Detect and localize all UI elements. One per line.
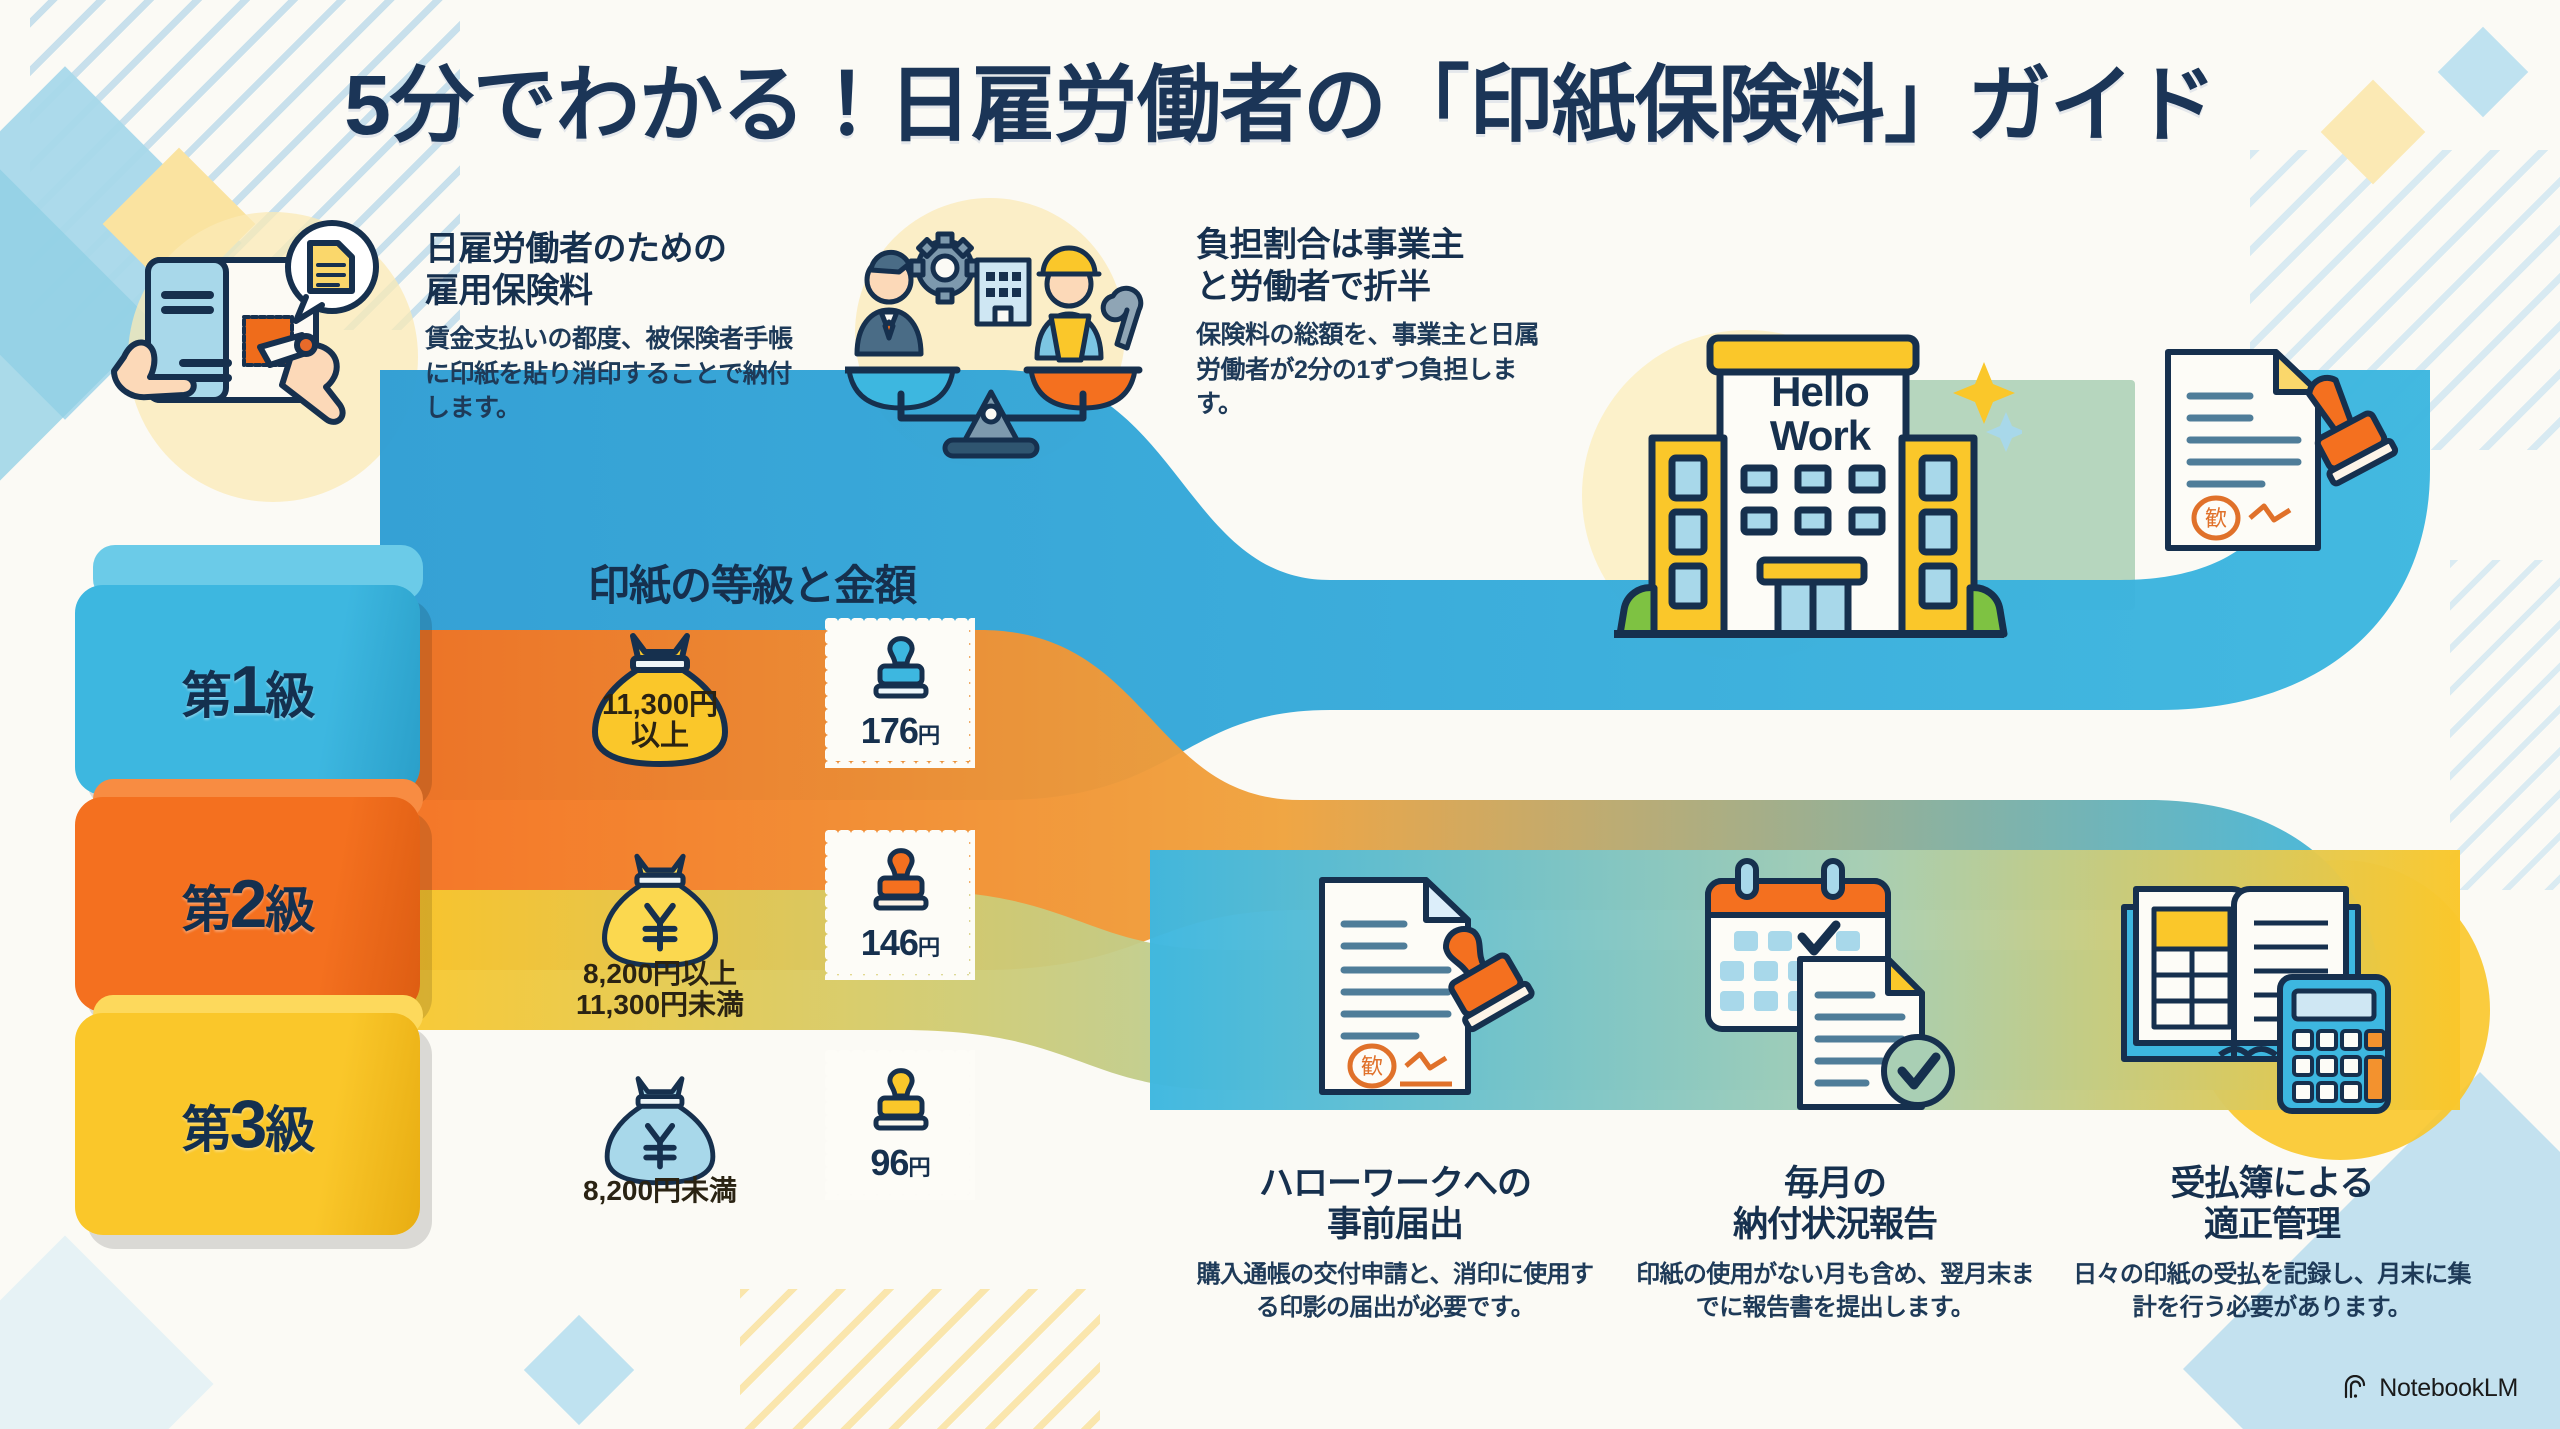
grade-1-stamp-ticket: 176円 — [825, 617, 975, 768]
money-bag-yen-icon — [604, 1076, 716, 1186]
page-title: 5分でわかる！日雇労働者の「印紙保険料」ガイド — [344, 58, 2217, 152]
notebooklm-watermark: NotebookLM — [2342, 1374, 2518, 1403]
info-block-1-title-line2: 雇用保険料 — [425, 272, 593, 311]
info-block-1-body: 賃金支払いの都度、被保険者手帳に印紙を貼り消印することで納付します。 — [425, 325, 793, 423]
grade-2-stamp-price: 146円 — [860, 922, 940, 964]
process-card-ledger-management: 受払簿による 適正管理 日々の印紙の受払を記録し、月末に集計を行う必要があります… — [2062, 1163, 2482, 1324]
grade-stack: 第1級 11,300円 以上 — [75, 545, 1290, 1300]
grade-3-suffix: 級 — [265, 1101, 315, 1158]
grade-block-1: 第1級 — [75, 585, 420, 795]
process-card-3-body: 日々の印紙の受払を記録し、月末に集計を行う必要があります。 — [2073, 1260, 2471, 1321]
info-block-cost-sharing: 負担割合は事業主 と労働者で折半 保険料の総額を、事業主と日属労働者が2分の1ず… — [1196, 224, 1551, 422]
grade-block-2: 第2級 — [75, 797, 420, 1012]
process-card-2-title-line1: 毎月の — [1783, 1164, 1887, 1203]
grade-2-number: 2 — [229, 867, 268, 942]
grade-3-label: 第3級 — [181, 1086, 316, 1163]
hellowork-label-line2: Work — [1769, 412, 1871, 460]
grade-3-stamp-amount: 96 — [870, 1142, 909, 1183]
grade-3-stamp-unit: 円 — [908, 1155, 930, 1180]
grade-1-stamp-amount: 176 — [860, 709, 919, 751]
hand-stamping-passbook-icon — [111, 220, 379, 425]
grade-3-stamp-price: 96円 — [870, 1142, 930, 1184]
process-card-1-title-line2: 事前届出 — [1326, 1205, 1464, 1245]
document-with-stamp-top-icon: 歓 — [2165, 349, 2399, 551]
process-card-1-title-line1: ハローワークへの — [1258, 1164, 1532, 1203]
grade-1-wage-line2: 以上 — [630, 720, 690, 753]
grade-1-stamp-unit: 円 — [917, 722, 940, 748]
process-card-2-title-line2: 納付状況報告 — [1732, 1205, 1938, 1245]
hellowork-label: Hello Work — [1730, 368, 1910, 460]
grade-2-wage-line1: 8,200円以上 — [582, 958, 738, 989]
grade-section-heading: 印紙の等級と金額 — [588, 562, 917, 609]
grade-3-prefix: 第 — [181, 1101, 232, 1158]
balance-scale-employer-worker-icon — [845, 231, 1144, 459]
ledger-book-calculator-icon — [2121, 886, 2391, 1114]
grade-2-stamp-ticket: 146円 — [825, 830, 975, 980]
grade-2-label: 第2級 — [181, 866, 316, 943]
rubber-stamp-icon — [873, 635, 929, 698]
rubber-stamp-icon — [873, 848, 929, 911]
grade-3-wage: 8,200円未満 — [582, 1175, 738, 1207]
grade-1-prefix: 第 — [181, 667, 232, 724]
grade-2-money-bag: 8,200円以上 11,300円未満 — [575, 841, 745, 1020]
process-card-monthly-report: 毎月の 納付状況報告 印紙の使用がない月も含め、翌月末までに報告書を提出します。 — [1625, 1163, 2045, 1324]
grade-block-3: 第3級 — [75, 1013, 420, 1235]
money-bag-yen-icon — [601, 853, 719, 969]
grade-1-suffix: 級 — [265, 667, 315, 724]
grade-3-number: 3 — [229, 1086, 268, 1162]
process-card-prior-notification: ハローワークへの 事前届出 購入通帳の交付申請と、消印に使用する印影の届出が必要… — [1185, 1163, 1605, 1324]
grade-1-wage: 11,300円 以上 — [601, 688, 719, 754]
document-with-stamp-icon: 歓 — [1319, 877, 1535, 1095]
process-card-3-title-line1: 受払簿による — [2170, 1164, 2375, 1203]
grade-3-values: 8,200円未満 96円 — [405, 1035, 975, 1215]
grade-2-stamp-amount: 146 — [860, 922, 919, 963]
grade-3-stamp-ticket: 96円 — [825, 1050, 975, 1200]
hellowork-building-icon — [1614, 334, 2022, 638]
grade-2-stamp-unit: 円 — [917, 935, 940, 960]
grade-row-1: 第1級 11,300円 以上 — [75, 545, 1290, 815]
grade-1-number: 1 — [229, 652, 268, 728]
info-block-1-title-line1: 日雇労働者のための — [425, 230, 727, 268]
grade-row-3: 第3級 — [75, 995, 1290, 1253]
process-card-3-title-line2: 適正管理 — [2203, 1205, 2341, 1245]
grade-2-values: 8,200円以上 11,300円未満 146円 — [405, 815, 975, 1020]
money-bag-icon — [592, 632, 728, 767]
grade-2-prefix: 第 — [181, 882, 232, 938]
info-block-2-body: 保険料の総額を、事業主と日属労働者が2分の1ずつ負担します。 — [1196, 321, 1540, 419]
grade-3-wage-line1: 8,200円未満 — [582, 1175, 738, 1206]
grade-1-stamp-price: 176円 — [860, 709, 940, 752]
grade-row-2: 第2級 — [75, 779, 1290, 1027]
info-block-2-title-line1: 負担割合は事業主 — [1196, 226, 1465, 264]
grade-1-wage-line1: 11,300円 — [601, 688, 719, 721]
notebooklm-watermark-label: NotebookLM — [2379, 1374, 2518, 1402]
grade-2-suffix: 級 — [265, 882, 315, 938]
calendar-report-check-icon — [1705, 858, 1955, 1110]
process-card-1-body: 購入通帳の交付申請と、消印に使用する印影の届出が必要です。 — [1196, 1260, 1594, 1321]
hellowork-label-line1: Hello — [1771, 368, 1870, 415]
info-block-stamp-premium: 日雇労働者のための 雇用保険料 賃金支払いの都度、被保険者手帳に印紙を貼り消印す… — [425, 228, 800, 426]
grade-3-money-bag: 8,200円未満 — [575, 1064, 745, 1206]
grade-1-money-bag: 11,300円 以上 — [575, 618, 745, 768]
grade-1-label: 第1級 — [181, 652, 316, 729]
rubber-stamp-icon — [873, 1068, 929, 1131]
decor-blue-diamond-bottom — [523, 1314, 635, 1426]
notebooklm-logo-icon — [2345, 1374, 2366, 1398]
process-card-2-body: 印紙の使用がない月も含め、翌月末までに報告書を提出します。 — [1636, 1260, 2034, 1321]
grade-2-wage-line2: 11,300円未満 — [575, 988, 745, 1020]
grade-2-wage: 8,200円以上 11,300円未満 — [575, 958, 745, 1021]
svg-text:歓: 歓 — [1361, 1055, 1383, 1080]
info-block-2-title-line2: と労働者で折半 — [1196, 268, 1431, 307]
svg-text:歓: 歓 — [2205, 507, 2227, 532]
grade-1-values: 11,300円 以上 176円 — [405, 605, 975, 780]
